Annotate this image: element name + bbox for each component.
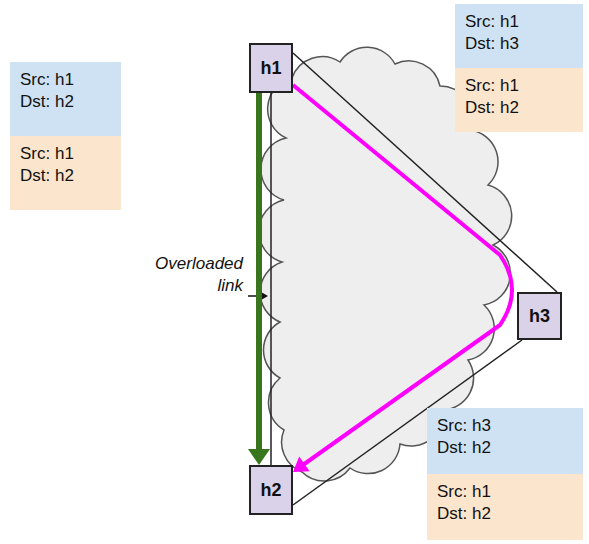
host-box: h3 xyxy=(517,292,562,340)
host-name: h2 xyxy=(260,480,281,501)
network-link xyxy=(293,53,557,292)
inner-header-box: Src: h1 Dst: h2 xyxy=(455,68,583,132)
leader-arrowhead xyxy=(261,292,268,300)
outer-header-box: Src: h1 Dst: h3 xyxy=(455,4,583,68)
inner-header-box: Src: h1 Dst: h2 xyxy=(10,136,121,210)
header-text: Src: h3 Dst: h2 xyxy=(437,415,508,459)
arrowhead xyxy=(293,457,310,472)
host-name: h3 xyxy=(529,306,550,327)
arrowhead xyxy=(248,449,270,465)
outer-header-box: Src: h1 Dst: h2 xyxy=(10,62,121,136)
host-name: h1 xyxy=(260,58,281,79)
outer-header-box: Src: h3 Dst: h2 xyxy=(427,408,583,474)
header-text: Src: h1 Dst: h2 xyxy=(465,75,536,119)
direct-path-arrow xyxy=(256,93,262,450)
inner-header-box: Src: h1 Dst: h2 xyxy=(427,474,583,540)
header-text: Src: h1 Dst: h2 xyxy=(20,69,91,113)
header-text: Src: h1 Dst: h3 xyxy=(465,11,536,55)
host-box: h2 xyxy=(249,465,293,515)
host-box: h1 xyxy=(249,43,293,93)
header-text: Src: h1 Dst: h2 xyxy=(20,143,91,187)
link-note: Overloaded link xyxy=(143,253,243,297)
header-text: Src: h1 Dst: h2 xyxy=(437,481,508,525)
network-link xyxy=(270,93,272,465)
